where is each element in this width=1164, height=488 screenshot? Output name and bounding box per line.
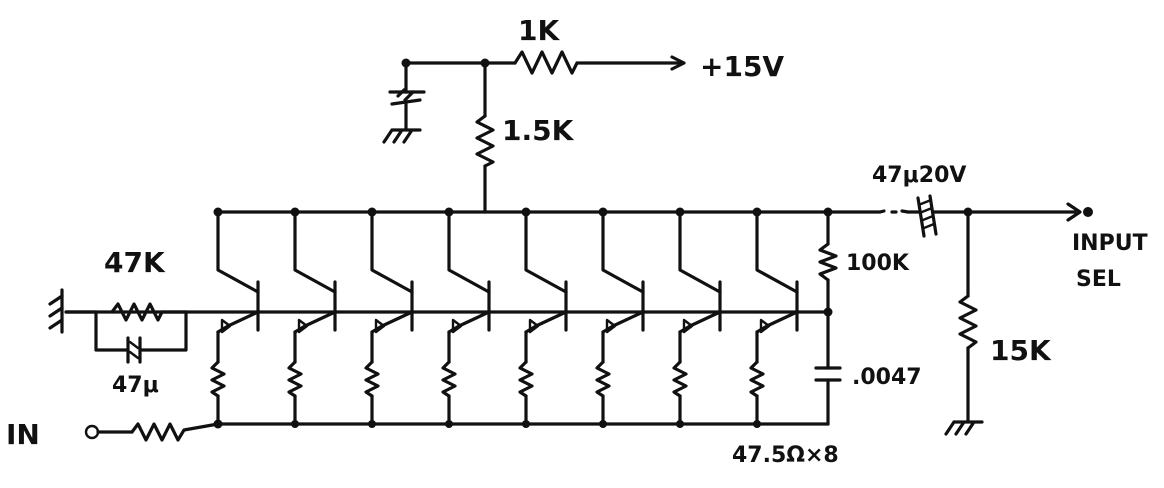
- junction-dot: [522, 420, 530, 428]
- output-arrow: [1066, 202, 1082, 222]
- supply-arrow: [670, 55, 686, 71]
- junction-dot: [753, 420, 761, 428]
- ground-icon: [48, 294, 64, 330]
- resistor-47k: [110, 302, 164, 322]
- label-1-5k: 1.5K: [502, 114, 575, 147]
- resistor-1k: [513, 50, 579, 75]
- label-cap-out: 47μ20V: [872, 163, 966, 188]
- transistor-array: [210, 207, 799, 428]
- emitter-resistor: [672, 360, 688, 398]
- resistor-1-5k: [475, 114, 495, 168]
- junction-dot: [401, 58, 411, 68]
- emitter-resistor: [518, 360, 534, 398]
- emitter-arrow: [759, 318, 771, 334]
- cap-out-plate-left: [916, 196, 926, 238]
- cap-out-hatch: [919, 198, 936, 230]
- cap-decouple-hatch: [396, 88, 415, 102]
- resistor-100k: [818, 242, 838, 282]
- emitter-arrow: [528, 318, 540, 334]
- transistor-collector: [370, 210, 414, 294]
- capacitor-0047: [814, 366, 842, 382]
- transistor-collector: [755, 210, 799, 294]
- junction-dot: [445, 420, 453, 428]
- label-emitter-res: 47.5Ω×8: [732, 443, 839, 468]
- ground-icon: [382, 128, 422, 144]
- transistor-collector: [293, 210, 337, 294]
- emitter-resistor: [287, 360, 303, 398]
- label-47k: 47K: [104, 246, 166, 279]
- output-terminal: [1083, 207, 1093, 217]
- emitter-arrow: [297, 318, 309, 334]
- label-100k: 100K: [846, 251, 910, 276]
- emitter-arrow: [220, 318, 232, 334]
- bus-dash: [878, 209, 910, 214]
- label-47u: 47μ: [112, 373, 159, 398]
- emitter-arrow: [451, 318, 463, 334]
- transistor-collector: [678, 210, 722, 294]
- transistor-collector: [601, 210, 645, 294]
- label-output-1: INPUT: [1072, 231, 1148, 256]
- emitter-resistor: [595, 360, 611, 398]
- input-terminal: [84, 424, 100, 440]
- cap-decouple-plate-bottom: [390, 98, 422, 106]
- emitter-resistor: [749, 360, 765, 398]
- label-1k: 1K: [518, 14, 560, 47]
- ground-icon: [944, 420, 984, 436]
- emitter-arrow: [605, 318, 617, 334]
- label-input: IN: [6, 418, 40, 451]
- emitter-arrow: [682, 318, 694, 334]
- label-0047: .0047: [852, 365, 922, 390]
- junction-dot: [214, 420, 222, 428]
- junction-dot: [368, 420, 376, 428]
- resistor-input: [130, 422, 220, 442]
- cap-in-loop-right: [138, 310, 188, 352]
- cap-in-hatch: [128, 340, 140, 360]
- emitter-resistor: [210, 360, 226, 398]
- junction-dot: [599, 420, 607, 428]
- transistor-collector: [524, 210, 568, 294]
- junction-dot: [291, 420, 299, 428]
- resistor-15k-out: [958, 294, 978, 350]
- emitter-arrow: [374, 318, 386, 334]
- label-15k-out: 15K: [990, 334, 1052, 367]
- transistor-collector: [216, 210, 260, 294]
- label-supply: +15V: [700, 50, 784, 83]
- cap-in-loop-left: [94, 310, 130, 352]
- transistor-collector: [447, 210, 491, 294]
- emitter-resistor: [364, 360, 380, 398]
- label-output-2: SEL: [1076, 267, 1121, 292]
- junction-dot: [676, 420, 684, 428]
- emitter-resistor: [441, 360, 457, 398]
